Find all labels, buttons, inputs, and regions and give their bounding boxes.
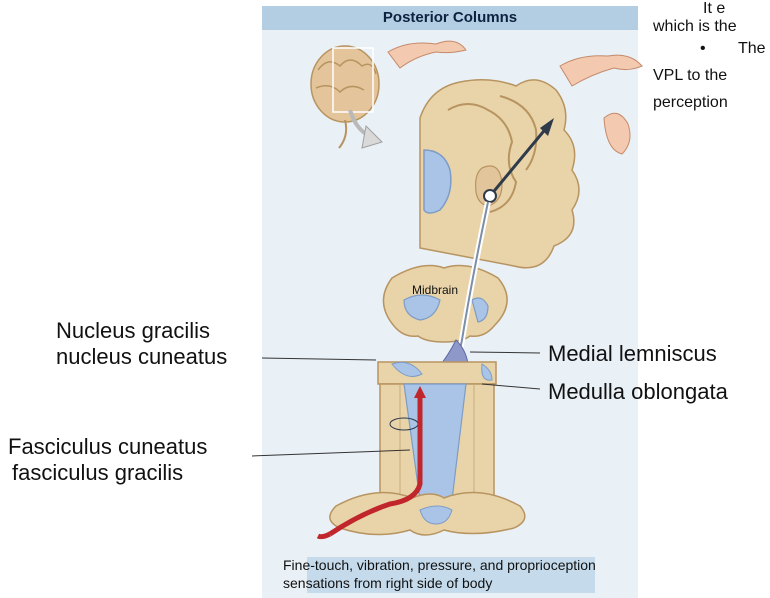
figure-caption: Fine-touch, vibration, pressure, and pro… [283, 556, 596, 592]
leader-nucleus [262, 358, 376, 360]
label-medial-lemniscus: Medial lemniscus [548, 341, 717, 367]
midbrain-label: Midbrain [412, 283, 458, 297]
leader-medial-lemniscus [470, 352, 540, 353]
label-fasciculus-cuneatus: Fasciculus cuneatus [8, 434, 207, 460]
midbrain-section [383, 266, 507, 342]
label-fasciculus-gracilis: fasciculus gracilis [12, 460, 183, 486]
label-nucleus-gracilis: Nucleus gracilis [56, 318, 210, 344]
caption-line-1: Fine-touch, vibration, pressure, and pro… [283, 556, 596, 574]
label-nucleus-cuneatus: nucleus cuneatus [56, 344, 227, 370]
label-medulla-oblongata: Medulla oblongata [548, 379, 728, 405]
caption-line-2: sensations from right side of body [283, 574, 596, 592]
medulla-section [378, 362, 496, 384]
spinal-cord [330, 384, 525, 535]
cerebral-cortex-section [388, 41, 642, 268]
